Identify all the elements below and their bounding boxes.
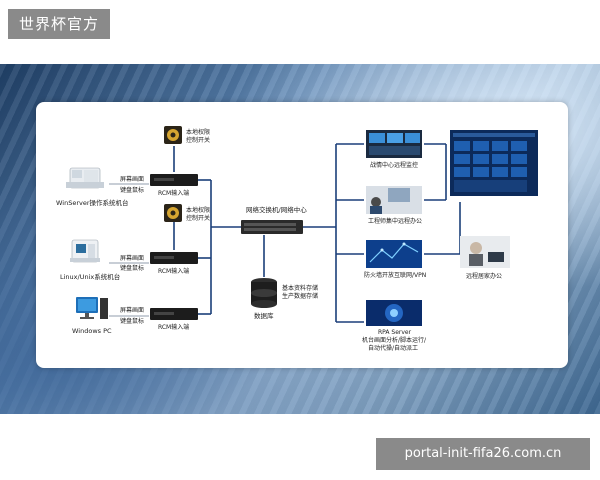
kvm-keyboard-label-1: 键盘鼠标 [120, 186, 144, 194]
database-label: 数据库 [254, 311, 274, 320]
source-machine-1 [66, 167, 104, 189]
rcm-label-1: RCM输入端 [158, 189, 189, 197]
control-room-image [366, 130, 422, 158]
kvm-keyboard-label-3: 键盘鼠标 [120, 317, 144, 325]
url-label: portal-init-fifa26.com.cn [376, 438, 590, 470]
kvm-screen-label-2: 屏幕画面 [120, 254, 144, 262]
rcm-device-2 [150, 252, 198, 264]
database-icon [251, 278, 277, 308]
lock-switch-label-2a: 本地权限 [186, 206, 210, 214]
source-label-1: WinServer操作系统机台 [56, 198, 129, 207]
banner-background: 屏幕画面 键盘鼠标 屏幕画面 键盘鼠标 屏幕画面 键盘鼠标 WinServer操… [0, 64, 600, 414]
source-pc [76, 297, 108, 319]
database-note-1: 基本资料存储 [282, 284, 318, 292]
rpa-server-image [366, 300, 422, 326]
kvm-screen-label-3: 屏幕画面 [120, 306, 144, 314]
rcm-device-3 [150, 308, 198, 320]
kvm-keyboard-label-2: 键盘鼠标 [120, 264, 144, 272]
kvm-screen-label-1: 屏幕画面 [120, 175, 144, 183]
database-note-2: 生产数据存储 [282, 292, 318, 300]
output-label-1: 战情中心远程监控 [370, 161, 418, 169]
source-machine-2 [70, 239, 100, 263]
remote-home-image [460, 236, 510, 268]
firewall-vpn-image [366, 240, 422, 268]
lock-switch-icon-2 [164, 204, 182, 222]
rpa-server-label: RPA Server [378, 329, 412, 336]
output-label-2: 工程师集中远程办公 [368, 217, 422, 225]
lock-switch-label-1b: 控制开关 [186, 136, 210, 144]
architecture-diagram: 屏幕画面 键盘鼠标 屏幕画面 键盘鼠标 屏幕画面 键盘鼠标 WinServer操… [36, 102, 568, 368]
output-label-3: 防火墙开放互联网/VPN [364, 271, 426, 279]
switch-label: 网络交换机/网络中心 [246, 205, 307, 214]
source-label-2: Linux/Unix系统机台 [60, 272, 120, 281]
engineer-office-image [366, 186, 422, 214]
site-badge: 世界杯官方 [8, 9, 110, 39]
dashboard-screen [450, 130, 538, 196]
rcm-device-1 [150, 174, 198, 186]
network-switch-icon [241, 220, 303, 234]
lock-switch-label-1a: 本地权限 [186, 128, 210, 136]
rpa-server-sub2: 自动代操/自动派工 [368, 344, 418, 352]
rcm-label-2: RCM输入端 [158, 267, 189, 275]
source-label-3: Windows PC [72, 327, 112, 335]
lock-switch-icon-1 [164, 126, 182, 144]
lock-switch-label-2b: 控制开关 [186, 214, 210, 222]
rcm-label-3: RCM输入端 [158, 323, 189, 331]
rpa-server-sub1: 机台画面分析/脚本运行/ [362, 336, 427, 344]
remote-home-label: 远程居家办公 [466, 272, 502, 280]
